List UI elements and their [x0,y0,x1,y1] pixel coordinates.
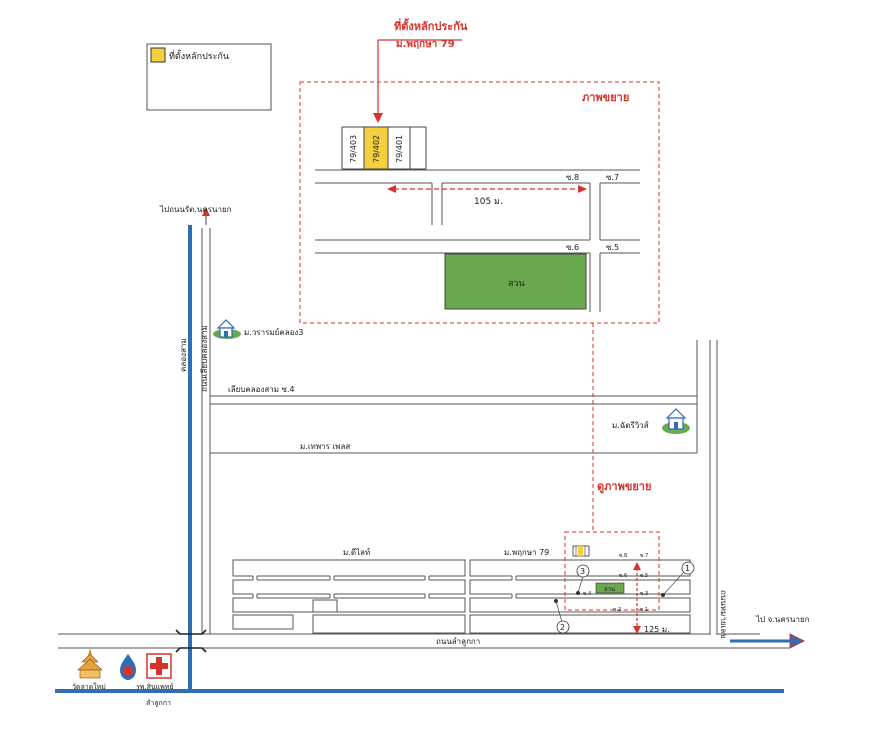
house-79-403: 79/403 [349,135,358,163]
khlong-sam-road: ถนนเลียบคลองสาม ไปถนนรัต.นครนายก [159,205,232,634]
see-zoom-label: ดูภาพขยาย [597,480,651,494]
lam-luk-ka-road: ถนนลำลูกกา ไป จ.นครนายก [58,615,810,653]
mini-soi-3: ซ.3 [640,591,648,597]
pruksa79-label: ม.พฤกษา 79 [504,548,549,557]
callout-title: ที่ตั้งหลักประกัน [394,18,468,33]
inset-zoom: ภาพขยาย 79/403 79/402 79/401 [299,81,660,324]
mini-soi-1: ซ.1 [640,607,648,613]
to-nakhon-nayok-top-label: ไปถนนรัต.นครนายก [159,205,232,214]
temple-icon [77,648,103,679]
house-79-401: 79/401 [395,135,404,163]
inset-distance: 105 ม. [387,185,587,207]
hospital-cross-icon [146,653,172,679]
house-icon [662,408,690,434]
house-79-402: 79/402 [372,135,381,163]
liap-khlong-soi4-label: เลียบคลองสาม ซ.4 [228,385,295,394]
callout-arrowhead [373,113,383,123]
callout-subtitle: ม.พฤกษา 79 [396,39,455,50]
inset-roads [315,169,640,312]
khlong-sam-canal: คลองสาม [179,225,192,692]
inset-houses: 79/403 79/402 79/401 [341,126,427,170]
mini-soi-5: ซ.5 [640,573,648,579]
thawa-thong-label: ม.เทพาร เพลส [300,442,350,451]
wara-rom-label: ม.วรารมย์คลอง3 [244,327,303,337]
east-arrowhead [789,633,806,649]
inset-soi-6: ซ.6 [566,243,579,252]
inset-park-label: สวน [508,279,525,289]
pruksa79-subdivision: ม.พฤกษา 79 [469,548,691,634]
landmark-temple: วัดลาดใหม่ [72,648,106,691]
marker-2-label: 2 [560,623,565,632]
legend-label: ที่ตั้งหลักประกัน [169,49,229,62]
right-road-label: ถนนหมายเลข [719,590,728,639]
inset-soi-8: ซ.8 [566,173,579,182]
mini-soi-8: ซ.8 [619,553,627,559]
landmark-hospital: รพ.สินแพทย์ ลำลูกกา [120,653,174,707]
village-chat-ri-wi: ม.ฉัตรีวิวส์ [612,408,690,434]
temple-label: วัดลาดใหม่ [72,682,106,691]
khlong-sam-label: คลองสาม [179,338,188,372]
mini-soi-6: ซ.6 [619,573,627,579]
village-wara-rom: ม.วรารมย์คลอง3 [213,319,303,339]
mini-park [595,582,625,594]
marker-1: 1 [661,561,695,597]
mini-park-label: สวน [604,586,615,593]
khlong-sam-road-label: ถนนเลียบคลองสาม [200,325,209,392]
district-label: ลำลูกกา [146,699,171,707]
liap-khlong-soi4-road: เลียบคลองสาม ซ.4 [210,385,697,405]
legend-swatch [150,47,166,63]
di-lai-label: ม.ดีไลท์ [343,547,370,557]
inset-park [444,253,587,310]
thawa-thong-road: ม.เทพาร เพลส [210,442,697,454]
inset-soi-5: ซ.5 [606,243,619,252]
mini-soi-2: ซ.2 [613,607,621,613]
marker-2: 2 [554,599,570,634]
mini-house-marker [572,545,590,557]
inset-distance-label: 105 ม. [474,197,503,207]
marker-3-label: 3 [580,567,585,576]
mini-distance-label: 125 ม. [644,625,670,634]
gas-station-icon [120,654,136,680]
chat-ri-wi-label: ม.ฉัตรีวิวส์ [612,420,649,430]
collateral-callout: ที่ตั้งหลักประกัน ม.พฤกษา 79 [373,18,468,123]
legend: ที่ตั้งหลักประกัน [146,43,272,111]
marker-3: 3 [576,564,590,595]
to-nakhon-nayok-right-label: ไป จ.นครนายก [755,615,810,624]
inset-soi-7: ซ.7 [606,173,619,182]
mini-zoom: สวน ซ.8 ซ.7 ซ.6 ซ.5 ซ.4 ซ.3 ซ.2 ซ.1 125 … [564,531,670,634]
inset-title: ภาพขยาย [582,91,629,104]
lam-luk-ka-label: ถนนลำลูกกา [436,637,480,647]
mini-soi-4: ซ.4 [583,591,591,597]
marker-1-label: 1 [685,564,690,573]
mini-soi-7: ซ.7 [640,553,648,559]
di-lai-subdivision: ม.ดีไลท์ [232,547,466,634]
north-arrowhead [202,207,210,216]
hospital-label: รพ.สินแพทย์ [136,683,174,691]
house-icon [213,319,241,339]
